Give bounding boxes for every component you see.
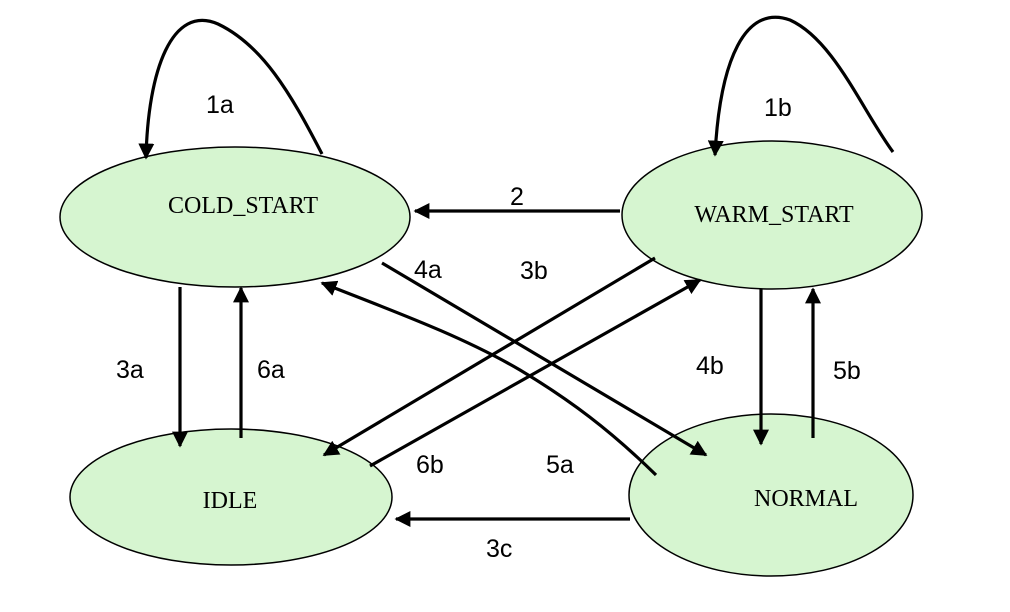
transition-4a-arrow (381, 261, 708, 457)
transition-5a-arrow (320, 280, 658, 477)
transition-5a-label: 5a (546, 451, 574, 479)
transition-4a-label: 4a (414, 256, 442, 284)
state-cold-start-label: COLD_START (168, 193, 318, 219)
transition-3c-label: 3c (486, 535, 512, 563)
transition-5b-label: 5b (833, 357, 861, 385)
transition-6b-label: 6b (416, 451, 444, 479)
state-normal[interactable]: NORMAL (628, 413, 914, 577)
transition-1b-label: 1b (764, 94, 792, 122)
transition-3a-label: 3a (116, 356, 144, 384)
transition-6a-label: 6a (257, 356, 285, 384)
transition-1b-arrow (707, 15, 895, 157)
transition-3b-arrow (322, 256, 656, 457)
state-normal-label: NORMAL (754, 486, 858, 512)
transition-6b-arrow (369, 278, 702, 468)
state-warm-start[interactable]: WARM_START (621, 140, 923, 290)
state-warm-start-label: WARM_START (694, 202, 854, 228)
state-cold-start[interactable]: COLD_START (59, 146, 411, 288)
transition-4b-label: 4b (696, 352, 724, 380)
transition-1a-label: 1a (206, 91, 234, 119)
transition-2-label: 2 (510, 183, 524, 211)
state-idle[interactable]: IDLE (69, 428, 393, 566)
state-idle-label: IDLE (203, 488, 258, 514)
transition-3b-label: 3b (520, 257, 548, 285)
transition-1a-arrow (138, 18, 324, 160)
